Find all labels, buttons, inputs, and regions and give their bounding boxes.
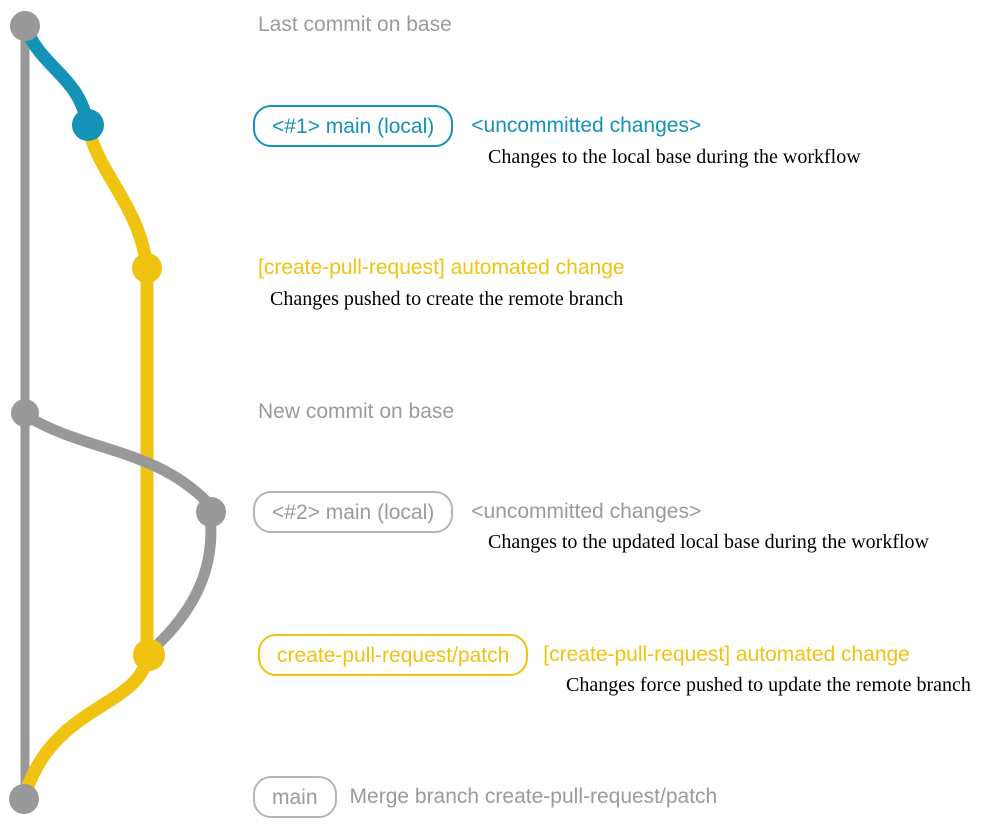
row-patch-branch: create-pull-request/patch [create-pull-r… [258,634,910,676]
branch-badge-main-local-2: <#2> main (local) [253,491,454,533]
row-merge: main Merge branch create-pull-request/pa… [253,776,717,818]
desc-automated-change-1: Changes pushed to create the remote bran… [270,288,624,310]
label-uncommitted-changes-1: <uncommitted changes> [471,114,702,137]
desc-uncommitted-changes-2: Changes to the updated local base during… [488,531,929,553]
branch-badge-patch: create-pull-request/patch [258,634,529,676]
commit-dot-merge [9,784,39,814]
row-main-local-1: <#1> main (local) <uncommitted changes> [253,105,701,147]
label-last-commit-on-base: Last commit on base [258,13,452,36]
branch-badge-main-local-1: <#1> main (local) [253,105,454,147]
label-new-commit-on-base: New commit on base [258,400,455,423]
local-branch-line-2 [22,410,212,507]
commit-dot-automated-1 [132,253,162,283]
row-automated-change-1: [create-pull-request] automated change [258,256,625,280]
branch-badge-main: main [253,776,337,818]
local-rebase-line [148,513,217,655]
label-automated-change-1: [create-pull-request] automated change [258,256,625,279]
commit-graph [9,11,226,814]
label-automated-change-2: [create-pull-request] automated change [543,643,910,666]
commit-dot-uncommitted-1 [72,109,104,141]
commit-dot-base-last [10,11,40,41]
label-merge-branch: Merge branch create-pull-request/patch [349,785,718,808]
local-branch-line-1 [18,23,95,127]
desc-uncommitted-changes-1: Changes to the local base during the wor… [488,146,861,168]
desc-automated-change-2: Changes force pushed to update the remot… [566,674,971,696]
row-main-local-2: <#2> main (local) <uncommitted changes> [253,491,701,533]
label-uncommitted-changes-2: <uncommitted changes> [471,500,702,523]
commit-dot-automated-2 [133,639,165,671]
commit-dot-uncommitted-2 [196,497,226,527]
commit-dot-base-new [11,399,39,427]
